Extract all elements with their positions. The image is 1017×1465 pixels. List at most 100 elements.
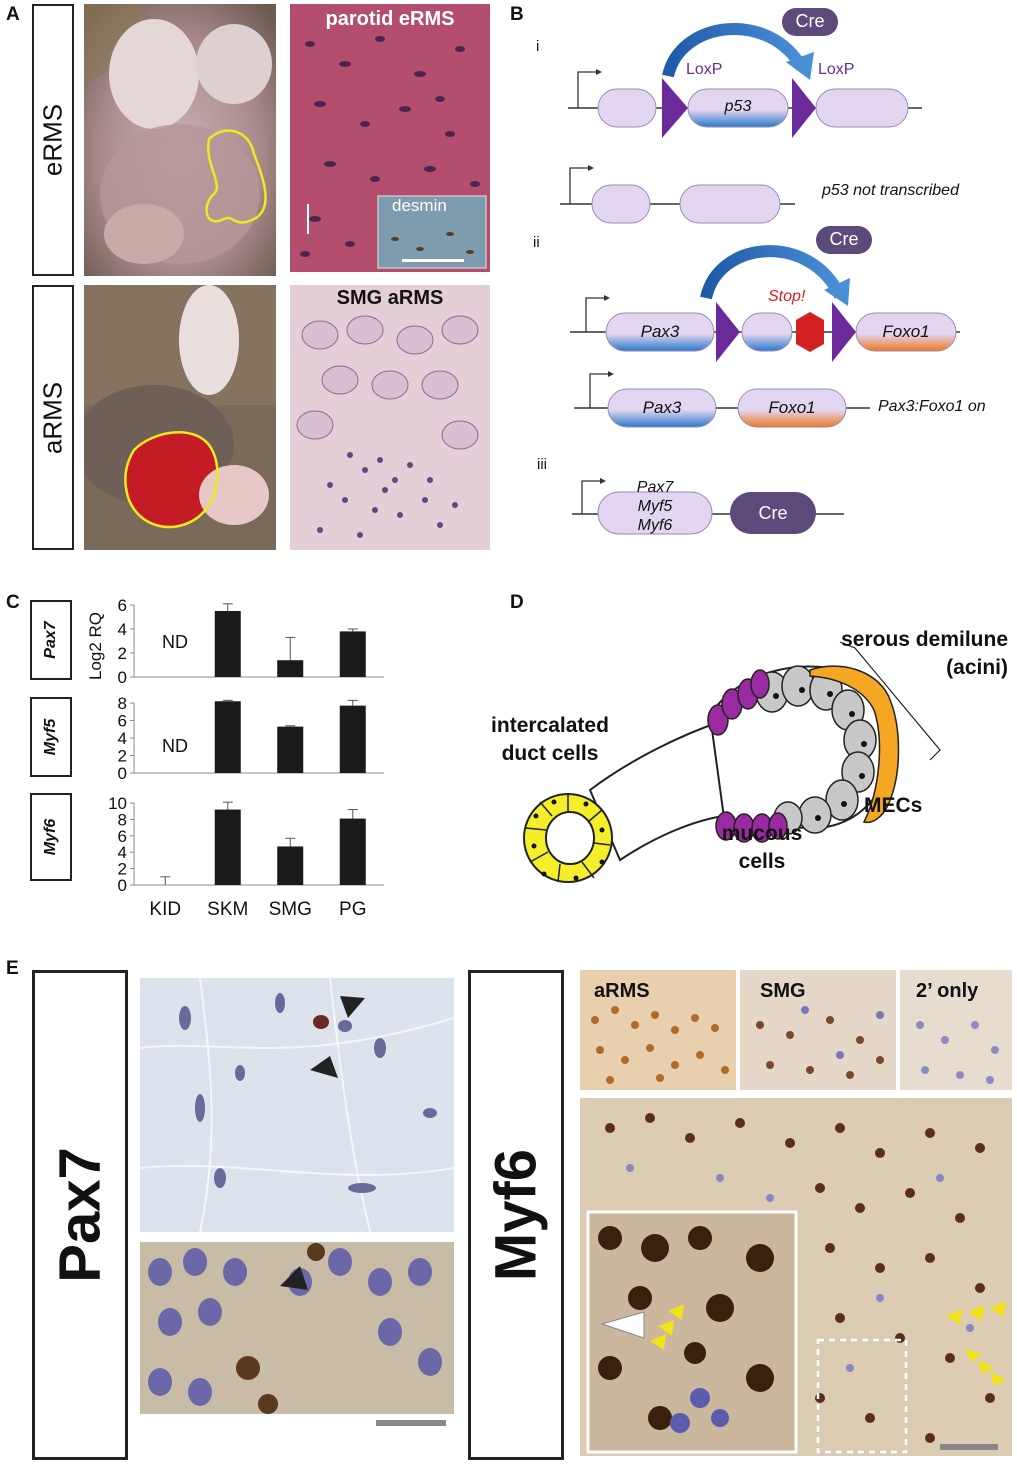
y-tick-label-myf5: 6 <box>118 712 127 731</box>
scale-bar-myf6 <box>940 1444 998 1450</box>
gene-box-myf5: Myf5 <box>30 697 72 777</box>
mouse-photo-arms <box>84 285 276 550</box>
label-intercalated-duct: intercalated duct cells <box>470 712 630 768</box>
stain-label-myf6: Myf6 <box>483 1148 549 1282</box>
gene-pax3-fused: Pax3 <box>642 398 682 417</box>
micrograph-pax7-muscle <box>140 978 454 1232</box>
thumb-title-arms: aRMS <box>594 980 650 1002</box>
y-tick-label-myf5: 4 <box>118 729 127 748</box>
bar-myf6-skm <box>214 809 241 885</box>
note-p53-not-transcribed: p53 not transcribed <box>822 182 959 199</box>
cre-label-i: Cre <box>795 11 825 31</box>
driver-gene-myf6: Myf6 <box>637 517 673 534</box>
intercalated-duct-ring <box>523 793 613 883</box>
thumb-title-secondary-only: 2’ only <box>916 980 979 1002</box>
thumb-smg: SMG <box>740 970 896 1090</box>
micrograph-myf6-smg-image <box>580 1098 1012 1456</box>
mouse-photo-erms-image <box>84 4 276 276</box>
label-serous-line2: (acini) <box>946 656 1008 679</box>
thumb-secondary-only: 2’ only <box>900 970 1012 1090</box>
y-tick-label-myf6: 2 <box>118 860 127 879</box>
bar-myf5-smg <box>277 726 304 773</box>
y-tick-label-myf5: 2 <box>118 747 127 766</box>
stain-label-pax7: Pax7 <box>47 1147 113 1283</box>
gene-box-myf6: Myf6 <box>30 793 72 881</box>
micrograph-smg-arms: SMG aRMS <box>290 285 490 550</box>
y-tick-label-myf6: 0 <box>118 876 127 895</box>
bar-myf6-smg <box>277 846 304 885</box>
row-label-erms: eRMS <box>37 103 68 177</box>
micrograph-parotid-erms-image <box>290 4 490 272</box>
thumb-arms: aRMS <box>580 970 736 1090</box>
label-mucous-line1: mucous <box>721 822 803 845</box>
tumor-outline <box>124 431 219 529</box>
thumb-title-smg: SMG <box>760 980 806 1002</box>
bar-myf5-skm <box>214 701 241 773</box>
micrograph-myf6-smg <box>580 1098 1012 1456</box>
thumb-secondary-only-image <box>900 970 1012 1090</box>
thumb-arms-image <box>580 970 736 1090</box>
gene-foxo1-ii: Foxo1 <box>882 322 930 341</box>
gene-p53: p53 <box>724 98 752 115</box>
y-tick-label-pax7: 6 <box>118 596 127 615</box>
bar-myf5-pg <box>339 705 366 773</box>
note-pax3-foxo1-on: Pax3:Foxo1 on <box>878 398 986 415</box>
salivary-gland-diagram <box>523 641 941 883</box>
y-tick-label-pax7: 4 <box>118 620 127 639</box>
serous-cells <box>755 665 877 835</box>
mouse-photo-erms <box>84 4 276 276</box>
stain-box-myf6: Myf6 <box>468 970 564 1460</box>
gene-label-pax7: Pax7 <box>42 621 59 659</box>
loxp-label-left: LoxP <box>686 61 723 78</box>
mucous-cells <box>707 669 788 843</box>
driver-gene-list: Pax7 Myf5 Myf6 <box>598 478 712 535</box>
bar-pax7-skm <box>214 611 241 677</box>
tumor-outline <box>205 129 267 224</box>
row-label-box-erms: eRMS <box>32 4 74 276</box>
micrograph-pax7-muscle-image <box>140 978 454 1232</box>
label-serous-demilune: serous demilune (acini) <box>808 626 1008 682</box>
x-tick-label-smg: SMG <box>269 899 312 920</box>
gene-label-myf5: Myf5 <box>42 718 59 756</box>
construct-diagram <box>560 8 960 535</box>
driver-gene-pax7: Pax7 <box>636 479 674 496</box>
label-mecs: MECs <box>864 794 923 817</box>
label-serous-line1: serous demilune <box>841 628 1008 651</box>
inset-label-desmin: desmin <box>392 196 447 215</box>
panel-letter-e: E <box>6 958 19 979</box>
y-tick-label-myf6: 4 <box>118 843 127 862</box>
stain-box-pax7: Pax7 <box>32 970 128 1460</box>
panel-letter-c: C <box>6 592 20 613</box>
step-label-i: i <box>536 38 540 55</box>
y-tick-label-myf5: 0 <box>118 764 127 783</box>
step-label-ii: ii <box>533 234 540 251</box>
y-tick-label-myf5: 8 <box>118 694 127 713</box>
x-tick-label-skm: SKM <box>207 899 248 920</box>
row-label-arms: aRMS <box>37 381 68 454</box>
micrograph-smg-arms-image <box>290 285 490 550</box>
bar-pax7-pg <box>339 631 366 677</box>
y-tick-label-myf6: 8 <box>118 810 127 829</box>
micrograph-parotid-erms: parotid eRMS desmin <box>290 4 490 272</box>
gene-box-pax7: Pax7 <box>30 600 72 680</box>
label-mucous-line2: cells <box>738 850 786 873</box>
y-tick-label-pax7: 0 <box>118 668 127 687</box>
driver-gene-myf5: Myf5 <box>637 498 673 515</box>
label-mucous-cells: mucous cells <box>704 820 820 876</box>
y-tick-label-pax7: 2 <box>118 644 127 663</box>
stop-label: Stop! <box>768 288 806 305</box>
bar-pax7-smg <box>277 660 304 677</box>
cre-label-ii: Cre <box>829 229 859 249</box>
mec-cells <box>809 665 900 824</box>
panel-letter-d: D <box>510 592 524 613</box>
nd-label-pax7: ND <box>162 632 188 652</box>
nd-label-myf5: ND <box>162 736 188 756</box>
panel-letter-b: B <box>510 4 524 25</box>
x-tick-label-pg: PG <box>339 899 366 920</box>
step-label-iii: iii <box>537 456 547 473</box>
label-duct-line2: duct cells <box>501 742 599 765</box>
micrograph-pax7-smg <box>140 1242 454 1414</box>
loxp-label-right: LoxP <box>818 61 855 78</box>
gene-label-myf6: Myf6 <box>42 818 59 856</box>
